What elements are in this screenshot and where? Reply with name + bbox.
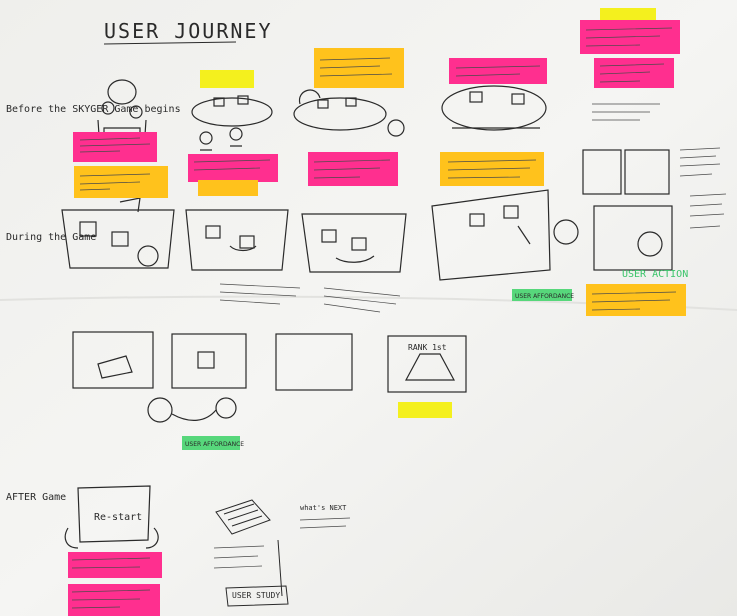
sketch-right-panels (582, 149, 673, 271)
sketch-restart-tablet (64, 485, 159, 549)
sketch-game-table-2 (185, 209, 289, 271)
user-action-label: USER ACTION (622, 269, 688, 280)
sketch-screen-frames (72, 331, 467, 393)
sketch-user-study-notes (215, 499, 283, 597)
rank-label: RANK 1st (408, 343, 447, 352)
sticky-note-yellow-1 (200, 70, 254, 88)
sticky-note-pink-1 (73, 132, 157, 162)
section-label-after: AFTER Game (6, 492, 66, 503)
sketch-table-large (441, 85, 547, 131)
sticky-note-yellow-3 (398, 402, 452, 418)
user-study-label: USER STUDY (232, 591, 280, 600)
user-affordance-tag-2 (182, 436, 240, 450)
whats-next-label: what's NEXT (300, 504, 347, 512)
section-label-before: Before the SKYGER Game begins (6, 104, 181, 115)
sticky-note-pink-6 (594, 58, 674, 88)
title-underline (103, 41, 237, 45)
handwritten-scribbles (71, 27, 727, 609)
sketch-game-table-3 (301, 213, 407, 273)
section-before-text: Before the SKYGER Game begins (6, 104, 181, 115)
section-during-text: During the Game (6, 232, 96, 243)
sketch-hands-holding (147, 397, 237, 423)
sticky-note-pink-7 (68, 552, 162, 578)
sticky-note-pink-2 (188, 154, 278, 182)
restart-label: Re-start (94, 512, 142, 523)
section-label-during: During the Game (6, 232, 96, 243)
user-study-box (225, 585, 289, 607)
sticky-note-pink-4 (449, 58, 547, 84)
user-affordance-tag-1 (512, 289, 572, 301)
sticky-note-orange-2 (198, 180, 258, 196)
user-affordance-tag-1-text: USER AFFORDANCE (515, 293, 574, 300)
sketch-table-round-2 (293, 89, 405, 137)
sketch-game-table-1 (61, 197, 175, 269)
user-affordance-tag-2-text: USER AFFORDANCE (185, 441, 244, 448)
sticky-note-orange-1 (74, 166, 168, 198)
sketch-table-round-1 (191, 95, 273, 151)
sticky-note-orange-5 (586, 284, 686, 316)
sketch-game-table-large (431, 189, 579, 281)
page-title: USER JOURNEY (104, 19, 273, 43)
section-after-text: AFTER Game (6, 492, 66, 503)
